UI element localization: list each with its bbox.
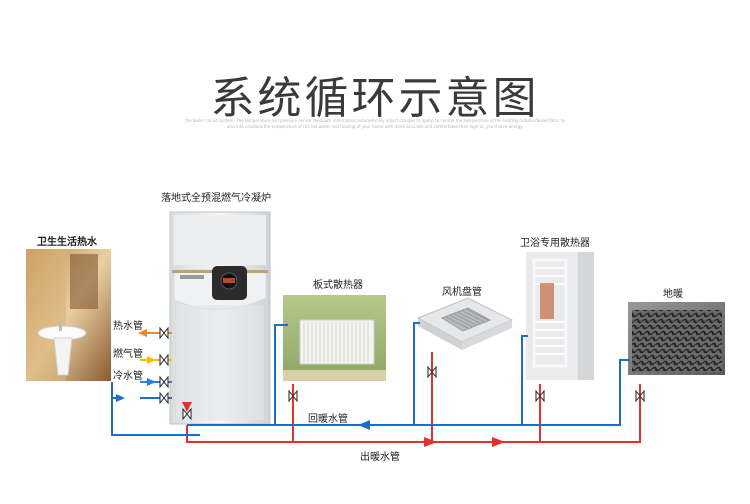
valve-icon	[535, 389, 545, 403]
valve-icon	[159, 375, 169, 389]
floor-heating-photo	[628, 302, 725, 375]
return-pipe-label: 回暖水管	[308, 414, 348, 425]
cold-water-pipe-label: 冷水管	[113, 371, 143, 382]
valve-group	[159, 326, 645, 421]
boiler-label: 落地式全预混燃气冷凝炉	[161, 193, 271, 204]
valve-icon	[288, 389, 298, 403]
sanitary-label: 卫生生活热水	[37, 237, 97, 248]
hot-water-pipe-label: 热水管	[113, 321, 143, 332]
valve-icon	[635, 389, 645, 403]
page-subtitle: the boiler circuit system: The temperatu…	[185, 118, 565, 129]
fan-coil-photo	[416, 297, 514, 350]
valve-icon	[427, 365, 437, 379]
fan-coil-label: 风机盘管	[442, 287, 482, 298]
valve-icon	[159, 391, 169, 405]
boiler-unit	[169, 211, 271, 425]
floor-heating-label: 地暖	[663, 289, 683, 300]
panel-radiator-photo	[283, 295, 386, 381]
radiator-label: 板式散热器	[313, 280, 363, 291]
gas-pipe-label: 燃气管	[113, 349, 143, 360]
pipe-network	[111, 322, 641, 447]
valve-icon	[182, 407, 192, 421]
valve-icon	[159, 326, 169, 340]
bathroom-photo	[26, 249, 111, 381]
page-title: 系统循环示意图	[210, 73, 540, 124]
valve-icon	[159, 353, 169, 367]
towel-radiator-label: 卫浴专用散热器	[520, 238, 590, 249]
towel-radiator-photo	[526, 252, 594, 380]
supply-pipe-label: 出暖水管	[360, 452, 400, 463]
